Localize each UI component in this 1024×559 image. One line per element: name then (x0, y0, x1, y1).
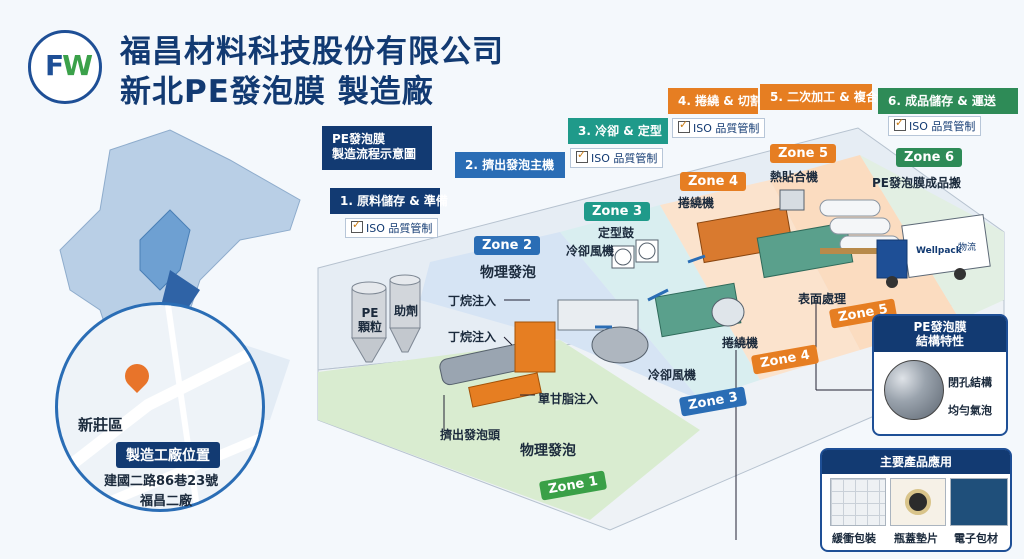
feature-closed-cell: 閉孔結構 (948, 376, 992, 389)
extruder-head-label: 擠出發泡頭 (440, 428, 501, 442)
physical-foam-z2-label: 物理發泡 (480, 265, 536, 281)
winder-top-label: 捲繞機 (678, 196, 715, 210)
truck-text: 物流 (958, 243, 977, 253)
district-label: 新莊區 (78, 416, 124, 434)
surface-treatment-label: 表面處理 (798, 292, 847, 306)
bottle-cap-liner-image (890, 478, 946, 526)
flow-title-banner: PE發泡膜 製造流程示意圖 (322, 126, 432, 170)
structure-card-header: PE發泡膜 結構特性 (874, 316, 1006, 352)
location-circle (55, 302, 265, 512)
applications-card-header: 主要產品應用 (822, 450, 1010, 474)
zone-3-tag: Zone 3 (584, 202, 651, 221)
checkbox-icon (678, 118, 690, 133)
structure-card: PE發泡膜 結構特性 閉孔結構 均勻氣泡 (872, 314, 1008, 436)
winder-bottom-label: 捲繞機 (722, 336, 759, 350)
step-2-banner: 2. 擠出發泡主機 (455, 152, 565, 178)
step-4-qc: ISO 品質管制 (672, 118, 766, 138)
company-title: 福昌材料科技股份有限公司 (120, 34, 504, 70)
step-6-qc: ISO 品質管制 (888, 116, 982, 136)
step-5-banner: 5. 二次加工 & 複合 (760, 84, 878, 110)
finished-store-label: PE發泡膜成品搬 (872, 176, 961, 190)
cushion-packaging-image (830, 478, 886, 526)
zone-6-tag: Zone 6 (896, 148, 963, 167)
company-logo: FW (28, 30, 102, 104)
silo-additive (389, 274, 421, 353)
applications-card: 主要產品應用 緩衝包裝 瓶蓋墊片 電子包材 (820, 448, 1012, 552)
logo-fw-mark: FW (45, 49, 93, 82)
butane-1-label: 丁烷注入 (448, 294, 497, 308)
cooling-fan-top-label: 冷卻風機 (566, 244, 615, 258)
butane-2-label: 丁烷注入 (448, 330, 497, 344)
step-1-banner: 1. 原料儲存 & 準備 (330, 188, 448, 214)
app-item-3: 電子包材 (954, 532, 998, 545)
heat-laminator-label: 熱貼合機 (770, 170, 819, 184)
step-4-banner: 4. 捲繞 & 切割 (668, 88, 762, 114)
zone-5-tag: Zone 5 (770, 144, 837, 163)
checkbox-icon (351, 218, 363, 233)
additive-label: 助劑 (394, 304, 419, 318)
address-line1: 建國二路86巷23號 (104, 474, 219, 489)
zone-2-tag: Zone 2 (474, 236, 541, 255)
glycerol-label: 單甘脂注入 (538, 392, 599, 406)
foam-cells-image (884, 360, 944, 420)
physical-foam-z1-label: 物理發泡 (520, 443, 576, 459)
cooling-fan-bottom-label: 冷卻風機 (648, 368, 697, 382)
flow-title-line2: 製造流程示意圖 (332, 147, 417, 161)
electronic-packaging-image (950, 478, 1008, 526)
zone-4-tag: Zone 4 (680, 172, 747, 191)
address-line2: 福昌二廠 (140, 494, 193, 509)
flow-title-line1: PE發泡膜 (332, 132, 385, 146)
app-item-2: 瓶蓋墊片 (894, 532, 938, 545)
step-6-banner: 6. 成品儲存 & 運送 (878, 88, 1018, 114)
feature-uniform-bubble: 均勻氣泡 (948, 404, 992, 417)
location-title: 製造工廠位置 (126, 448, 210, 464)
pe-pellets-label: PE 顆粒 (358, 306, 383, 334)
truck-brand: Wellpack (916, 246, 962, 256)
step-3-qc: ISO 品質管制 (570, 148, 664, 168)
checkbox-icon (894, 116, 906, 131)
app-item-1: 緩衝包裝 (832, 532, 876, 545)
forming-drum-label: 定型鼓 (598, 226, 635, 240)
location-title-badge: 製造工廠位置 (116, 442, 220, 468)
checkbox-icon (576, 148, 588, 163)
silo-pe (351, 281, 387, 363)
step-3-banner: 3. 冷卻 & 定型 (568, 118, 668, 144)
factory-title: 新北PE發泡膜 製造廠 (120, 74, 434, 110)
step-1-qc: ISO 品質管制 (345, 218, 439, 238)
